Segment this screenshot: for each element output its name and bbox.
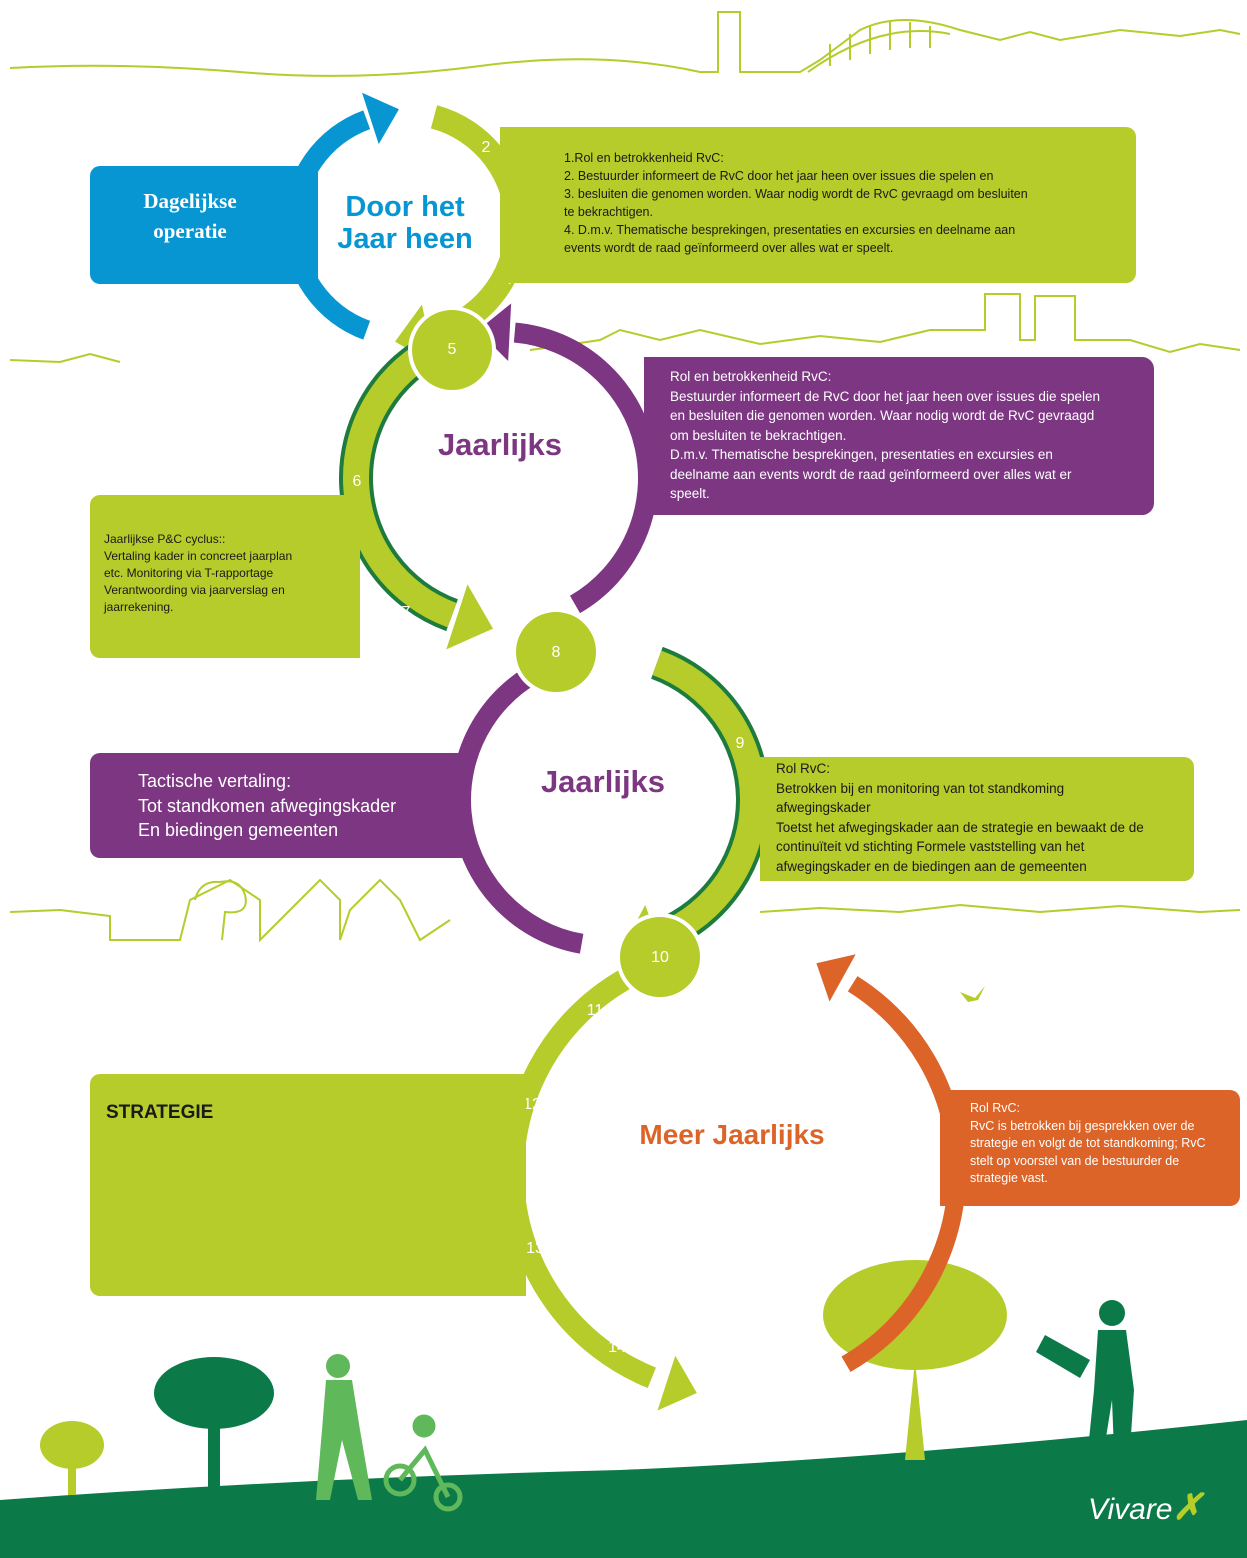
person-icon bbox=[316, 1354, 372, 1500]
arrow-head-lime bbox=[446, 584, 494, 650]
step-number: 9 bbox=[736, 735, 745, 752]
info-box-4: Tactische vertaling: Tot standkomen afwe… bbox=[90, 753, 462, 858]
strategy-heading: STRATEGIE bbox=[106, 1102, 214, 1123]
skyline-sketch bbox=[9, 11, 1241, 943]
cycle-title-line: Jaarlijks bbox=[540, 764, 666, 799]
step-number: 8 bbox=[552, 644, 561, 661]
info-line: Tactische vertaling: bbox=[138, 771, 292, 791]
cycle-arc-lime bbox=[343, 333, 457, 628]
step-number: 1 bbox=[420, 109, 429, 126]
worker-icon bbox=[1036, 1300, 1134, 1450]
step-number: 12 bbox=[523, 1096, 541, 1113]
bird-icon bbox=[960, 986, 985, 1002]
info-line: Rol RvC: bbox=[776, 761, 831, 776]
info-line: deelname aan events wordt de raad geïnfo… bbox=[670, 466, 1072, 482]
info-line: Rol RvC: bbox=[970, 1101, 1021, 1115]
tree-icon bbox=[154, 1357, 274, 1490]
info-line: afwegingskader bbox=[776, 800, 871, 815]
arrow-head-purple bbox=[477, 303, 512, 361]
info-line: 1.Rol en betrokkenheid RvC: bbox=[564, 151, 724, 165]
info-box-3: Jaarlijkse P&C cyclus:: Vertaling kader … bbox=[90, 495, 360, 658]
cycle-arc-lime bbox=[502, 970, 656, 1389]
info-line: strategie vast. bbox=[970, 1171, 1048, 1185]
step-number: 11 bbox=[587, 1002, 604, 1019]
info-line: en besluiten die genomen worden. Waar no… bbox=[670, 408, 1095, 423]
info-line: continuïteit vd stichting Formele vastst… bbox=[776, 839, 1085, 854]
cycle-title-line: Meer Jaarlijks bbox=[639, 1119, 825, 1150]
step-number: 6 bbox=[353, 473, 362, 490]
info-line: Rol en betrokkenheid RvC: bbox=[670, 369, 832, 384]
cycle-arc-lime bbox=[652, 650, 766, 948]
arrow-head-lime bbox=[657, 1355, 697, 1411]
strategy-box: STRATEGIE bbox=[90, 1074, 526, 1296]
info-line: speelt. bbox=[670, 486, 710, 501]
info-line: D.m.v. Thematische besprekingen, present… bbox=[670, 447, 1053, 462]
cycle-title-yearly-2: Jaarlijks bbox=[503, 764, 703, 799]
step-number: 10 bbox=[651, 949, 669, 966]
info-line: etc. Monitoring via T-rapportage bbox=[104, 566, 274, 580]
info-line: Tot standkomen afwegingskader bbox=[138, 795, 397, 816]
info-line: Toetst het afwegingskader aan de strateg… bbox=[776, 819, 1144, 835]
daily-operation-line: Dagelijkse bbox=[143, 189, 237, 213]
info-box-7: Rol RvC: RvC is betrokken bij gesprekken… bbox=[940, 1090, 1240, 1206]
logo-text: Vivare bbox=[1088, 1493, 1173, 1526]
logo-figure-icon: ✗ bbox=[1172, 1486, 1203, 1527]
arrow-head-blue bbox=[362, 92, 399, 145]
cycle-title-multi-year: Meer Jaarlijks bbox=[612, 1119, 852, 1151]
cycle-title-line: Door het bbox=[345, 191, 465, 223]
step-number: 7 bbox=[402, 604, 411, 621]
arrow-head-orange bbox=[816, 954, 856, 1002]
info-line: events wordt de raad geïnformeerd over a… bbox=[564, 241, 894, 255]
info-line: Verantwoording via jaarverslag en bbox=[104, 583, 285, 597]
info-line: jaarrekening. bbox=[104, 600, 174, 614]
info-line: te bekrachtigen. bbox=[564, 205, 653, 219]
info-box-5: Rol RvC: Betrokken bij en monitoring van… bbox=[760, 757, 1194, 881]
step-number: 13 bbox=[526, 1240, 544, 1257]
cycle-arc-purple bbox=[451, 653, 584, 954]
junction-node bbox=[512, 608, 600, 696]
daily-operation-box: Dagelijkse operatie bbox=[90, 166, 318, 284]
child-bike-icon bbox=[383, 1414, 463, 1512]
daily-operation-line: operatie bbox=[153, 219, 227, 243]
info-line: Bestuurder informeert de RvC door het ja… bbox=[670, 388, 1100, 404]
info-line: om besluiten te bekrachtigen. bbox=[670, 427, 847, 443]
cycle-title-throughout-year: Door het Jaar heen bbox=[305, 191, 505, 256]
info-line: Betrokken bij en monitoring van tot stan… bbox=[776, 780, 1065, 796]
info-line: 2. Bestuurder informeert de RvC door het… bbox=[564, 169, 994, 183]
step-number: 15 bbox=[731, 1374, 749, 1391]
info-line: RvC is betrokken bij gesprekken over de bbox=[970, 1118, 1195, 1133]
info-line: strategie en volgt de tot standkoming; R… bbox=[970, 1136, 1206, 1150]
cycle-title-line: Jaarlijks bbox=[437, 427, 563, 462]
step-markers: 123456789101112131415 bbox=[353, 109, 749, 1391]
info-line: afwegingskader en de biedingen aan de ge… bbox=[776, 858, 1087, 874]
step-number: 5 bbox=[448, 341, 457, 358]
step-number: 14 bbox=[608, 1339, 626, 1356]
ground bbox=[0, 1420, 1247, 1558]
cycle-title-yearly-1: Jaarlijks bbox=[400, 427, 600, 462]
cycle-arc-purple bbox=[513, 322, 658, 614]
info-line: En biedingen gemeenten bbox=[138, 820, 339, 840]
cycle-title-line: Jaar heen bbox=[337, 222, 473, 255]
info-line: Vertaling kader in concreet jaarplan bbox=[104, 549, 293, 563]
junction-node bbox=[408, 306, 496, 394]
info-box-1: 1.Rol en betrokkenheid RvC: 2. Bestuurde… bbox=[500, 127, 1136, 283]
vivare-logo: Vivare✗ bbox=[1088, 1486, 1203, 1528]
info-line: Jaarlijkse P&C cyclus:: bbox=[104, 532, 226, 546]
info-line: 4. D.m.v. Thematische besprekingen, pres… bbox=[564, 223, 1016, 237]
tree-icon bbox=[40, 1421, 104, 1495]
step-number: 2 bbox=[482, 139, 491, 156]
info-line: stelt op voorstel van de bestuurder de bbox=[970, 1153, 1180, 1168]
junction-node bbox=[616, 913, 704, 1001]
info-box-2: Rol en betrokkenheid RvC: Bestuurder inf… bbox=[644, 357, 1154, 515]
info-line: 3. besluiten die genomen worden. Waar no… bbox=[564, 187, 1028, 201]
